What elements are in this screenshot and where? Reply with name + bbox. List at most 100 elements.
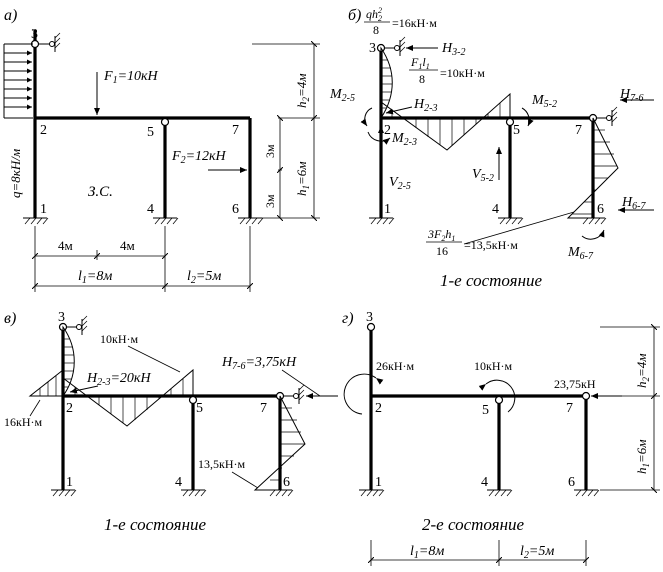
svg-text:F1=10кН: F1=10кН bbox=[103, 69, 159, 86]
panel-d-label: г) bbox=[342, 310, 354, 327]
dim-h2: h bbox=[634, 382, 649, 389]
dims-horizontal-a bbox=[35, 226, 250, 292]
reaction-h23-label: H bbox=[413, 97, 425, 112]
moment-m67-arrow bbox=[581, 229, 605, 240]
dims-horizontal-d bbox=[371, 540, 586, 566]
svg-text:h2=4м: h2=4м bbox=[294, 73, 311, 108]
node-2: 2 bbox=[375, 401, 382, 416]
node-6: 6 bbox=[283, 475, 290, 490]
dim-3m-upper: 3м bbox=[263, 144, 277, 158]
moment-m25-label: M bbox=[329, 87, 343, 102]
value-13-5knm: 13,5кН·м bbox=[198, 457, 245, 471]
dim-4m-right: 4м bbox=[120, 238, 135, 253]
node-5: 5 bbox=[513, 123, 520, 138]
hinge-5 bbox=[160, 117, 170, 127]
node-3: 3 bbox=[58, 310, 65, 325]
node-7: 7 bbox=[566, 401, 573, 416]
moment-m23-label: M bbox=[391, 131, 405, 146]
node-1: 1 bbox=[375, 475, 382, 490]
panel-c: в) bbox=[4, 310, 338, 534]
moment-10-arrow bbox=[478, 379, 516, 413]
panel-c-label: в) bbox=[4, 310, 16, 327]
support-4 bbox=[487, 489, 513, 497]
support-1 bbox=[51, 489, 77, 497]
force-23-75-label: 23,75кН bbox=[554, 377, 596, 391]
caption-state-1-b: 1-е состояние bbox=[440, 271, 543, 290]
dim-l1: l bbox=[78, 269, 82, 284]
node-7: 7 bbox=[232, 123, 239, 138]
svg-text:M6-7: M6-7 bbox=[567, 245, 594, 262]
support-4 bbox=[153, 217, 179, 225]
node-3: 3 bbox=[366, 310, 373, 325]
svg-text:H2-3=20кН: H2-3=20кН bbox=[86, 371, 151, 388]
svg-text:h1=6м: h1=6м bbox=[634, 439, 651, 474]
reaction-h67-label: H bbox=[621, 195, 633, 210]
svg-text:l1=8м: l1=8м bbox=[410, 544, 444, 561]
reaction-v52-label: V bbox=[472, 167, 482, 182]
formula-f1l1-8: F1l1 8 =10кН·м bbox=[409, 55, 485, 86]
distributed-load-q bbox=[3, 43, 33, 119]
node-2: 2 bbox=[66, 401, 73, 416]
svg-text:M2-3: M2-3 bbox=[391, 131, 417, 148]
moment-26-arrow bbox=[343, 373, 384, 415]
moment-10-label: 10кН·м bbox=[474, 359, 512, 373]
support-6 bbox=[238, 217, 264, 225]
svg-text:F1l1: F1l1 bbox=[410, 55, 430, 71]
dim-h2: h bbox=[294, 102, 309, 109]
dims-vertical-a bbox=[252, 44, 320, 218]
reaction-h76-label: H bbox=[619, 87, 631, 102]
moment-diagram-beam-2-5 bbox=[380, 92, 511, 151]
dim-3m-lower: 3м bbox=[263, 194, 277, 208]
node-1: 1 bbox=[66, 475, 73, 490]
reaction-h32-label: H bbox=[441, 41, 453, 56]
support-1 bbox=[369, 217, 395, 225]
svg-text:l2=5м: l2=5м bbox=[187, 269, 221, 286]
support-6 bbox=[268, 489, 294, 497]
moment-diagram-column-6-7 bbox=[253, 395, 306, 491]
node-4: 4 bbox=[481, 475, 488, 490]
svg-text:l1=8м: l1=8м bbox=[78, 269, 112, 286]
panel-a-label: а) bbox=[4, 7, 17, 24]
reaction-h76-label: H bbox=[221, 355, 233, 370]
reaction-h23-label: H bbox=[86, 371, 98, 386]
svg-text:=13,5кН·м: =13,5кН·м bbox=[464, 238, 518, 252]
panel-d: г) 26кН·м 10кН·м 23,75кН 3 2 1 5 bbox=[342, 310, 660, 566]
support-7 bbox=[597, 106, 618, 126]
svg-text:8: 8 bbox=[373, 23, 379, 37]
node-7: 7 bbox=[260, 401, 267, 416]
node-3: 3 bbox=[369, 41, 376, 56]
dims-vertical-d bbox=[600, 327, 660, 490]
panel-b-label: б) bbox=[348, 7, 361, 24]
hinge-3 bbox=[366, 322, 376, 332]
svg-text:H7-6=3,75кН: H7-6=3,75кН bbox=[221, 355, 297, 372]
moment-m52-arrow bbox=[521, 107, 534, 127]
support-7 bbox=[284, 384, 305, 404]
support-4 bbox=[181, 489, 207, 497]
svg-text:H7-6: H7-6 bbox=[619, 87, 643, 104]
value-16knm: 16кН·м bbox=[4, 415, 42, 429]
support-1 bbox=[23, 217, 49, 225]
node-5: 5 bbox=[147, 125, 154, 140]
node-5: 5 bbox=[196, 401, 203, 416]
node-7: 7 bbox=[575, 123, 582, 138]
svg-text:qh22: qh22 bbox=[366, 6, 382, 23]
node-2: 2 bbox=[40, 123, 47, 138]
node-6: 6 bbox=[568, 475, 575, 490]
moment-diagram-beam-2-5 bbox=[62, 368, 194, 427]
svg-text:M2-5: M2-5 bbox=[329, 87, 355, 104]
svg-text:8: 8 bbox=[419, 72, 425, 86]
node-1: 1 bbox=[40, 202, 47, 217]
node-5: 5 bbox=[482, 403, 489, 418]
node-6: 6 bbox=[597, 202, 604, 217]
svg-text:V5-2: V5-2 bbox=[472, 167, 494, 184]
moment-m67-label: M bbox=[567, 245, 581, 260]
value-10knm: 10кН·м bbox=[100, 332, 138, 346]
svg-text:16: 16 bbox=[436, 244, 448, 258]
svg-text:=16кН·м: =16кН·м bbox=[392, 16, 437, 30]
caption-state-2: 2-е состояние bbox=[422, 515, 525, 534]
moment-m25-arrow bbox=[360, 107, 373, 127]
svg-text:H3-2: H3-2 bbox=[441, 41, 465, 58]
hinge-5 bbox=[494, 395, 504, 405]
system-label: З.С. bbox=[88, 184, 113, 200]
support-1 bbox=[359, 489, 385, 497]
